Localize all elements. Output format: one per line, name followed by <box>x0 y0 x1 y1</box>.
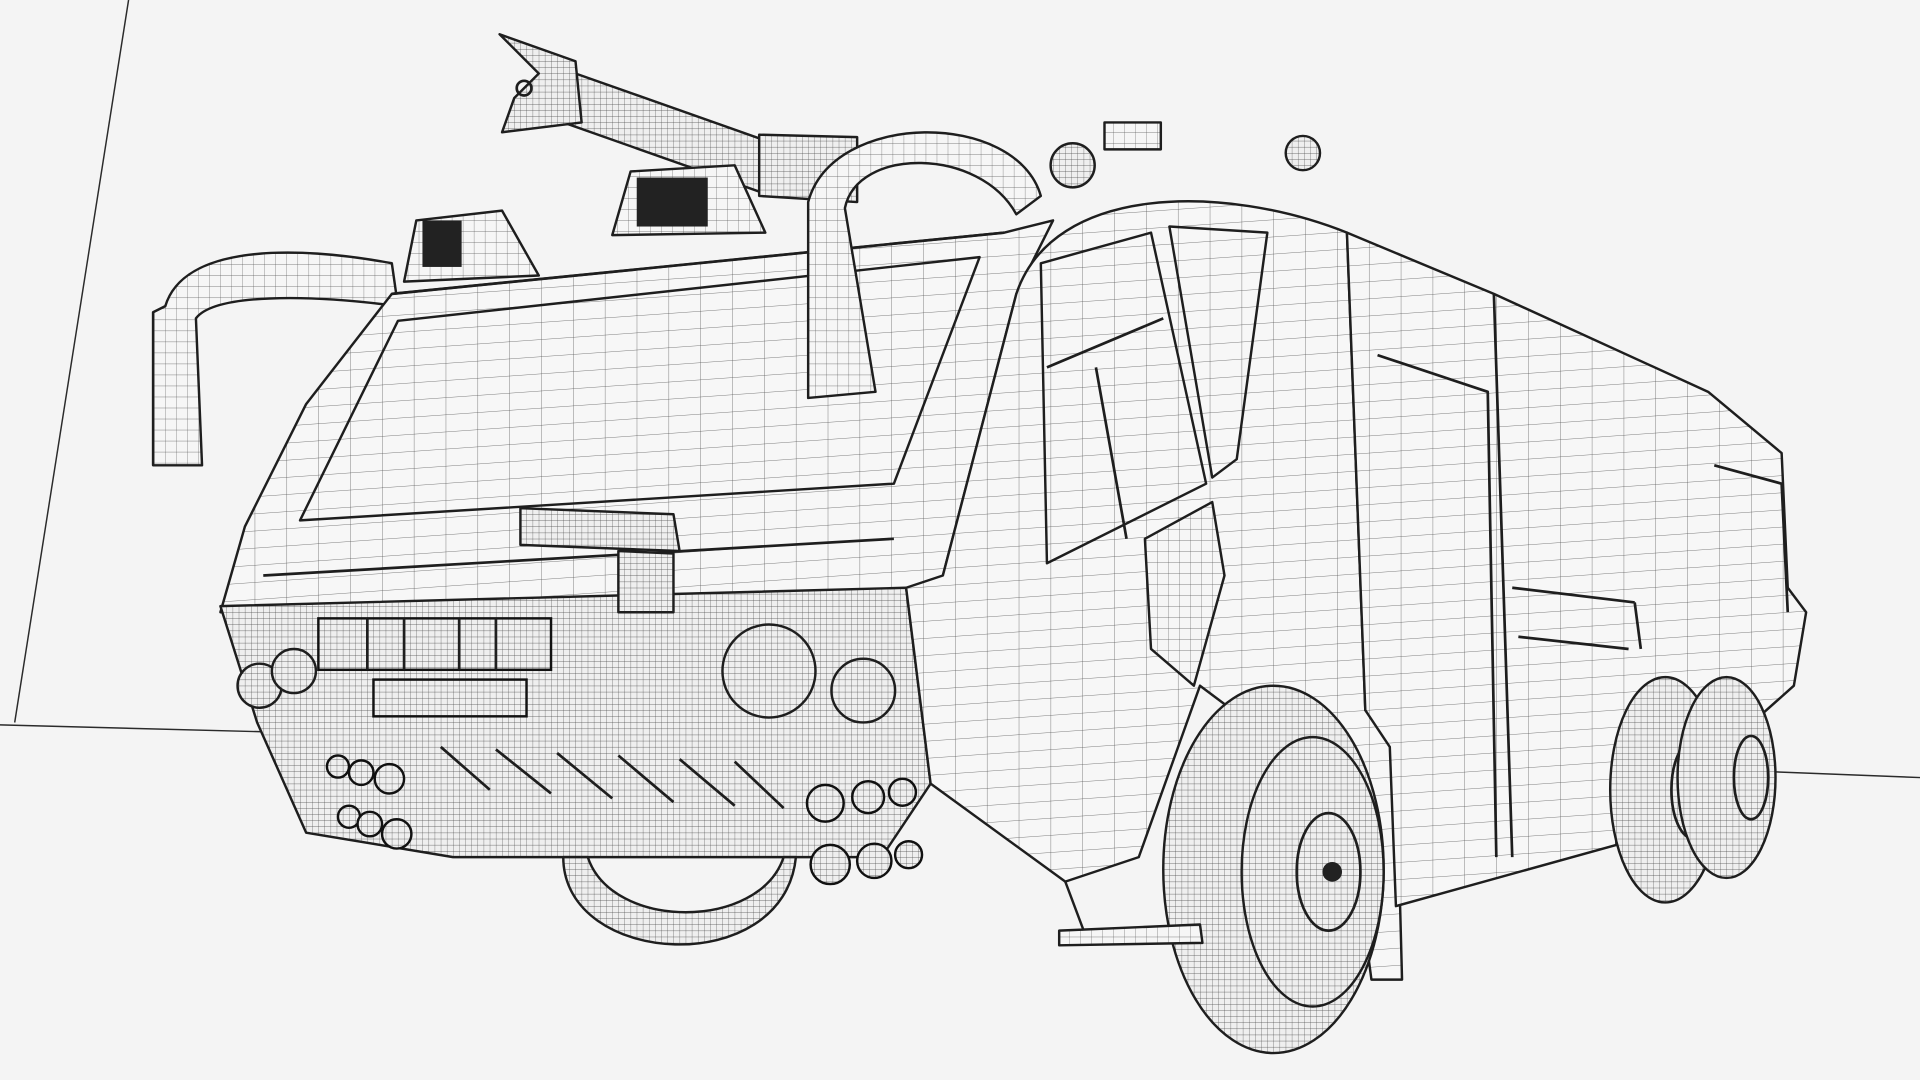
cab-step <box>1057 881 1204 947</box>
front-nozzle <box>519 506 681 614</box>
rear-wheels <box>1608 675 1777 904</box>
headlights <box>236 623 897 724</box>
center-mirror-arm <box>806 131 1043 400</box>
bumper-lights <box>325 754 924 886</box>
roof-lights <box>402 121 1322 283</box>
door-handle <box>1143 500 1226 687</box>
front-left-wheel <box>562 855 798 946</box>
front-right-wheel <box>1162 684 1385 1055</box>
bumper-stripes <box>439 745 785 810</box>
grille <box>317 617 553 718</box>
side-window <box>1168 225 1269 479</box>
cab-door-window <box>1039 231 1208 565</box>
backdrop-lines <box>0 0 1920 779</box>
